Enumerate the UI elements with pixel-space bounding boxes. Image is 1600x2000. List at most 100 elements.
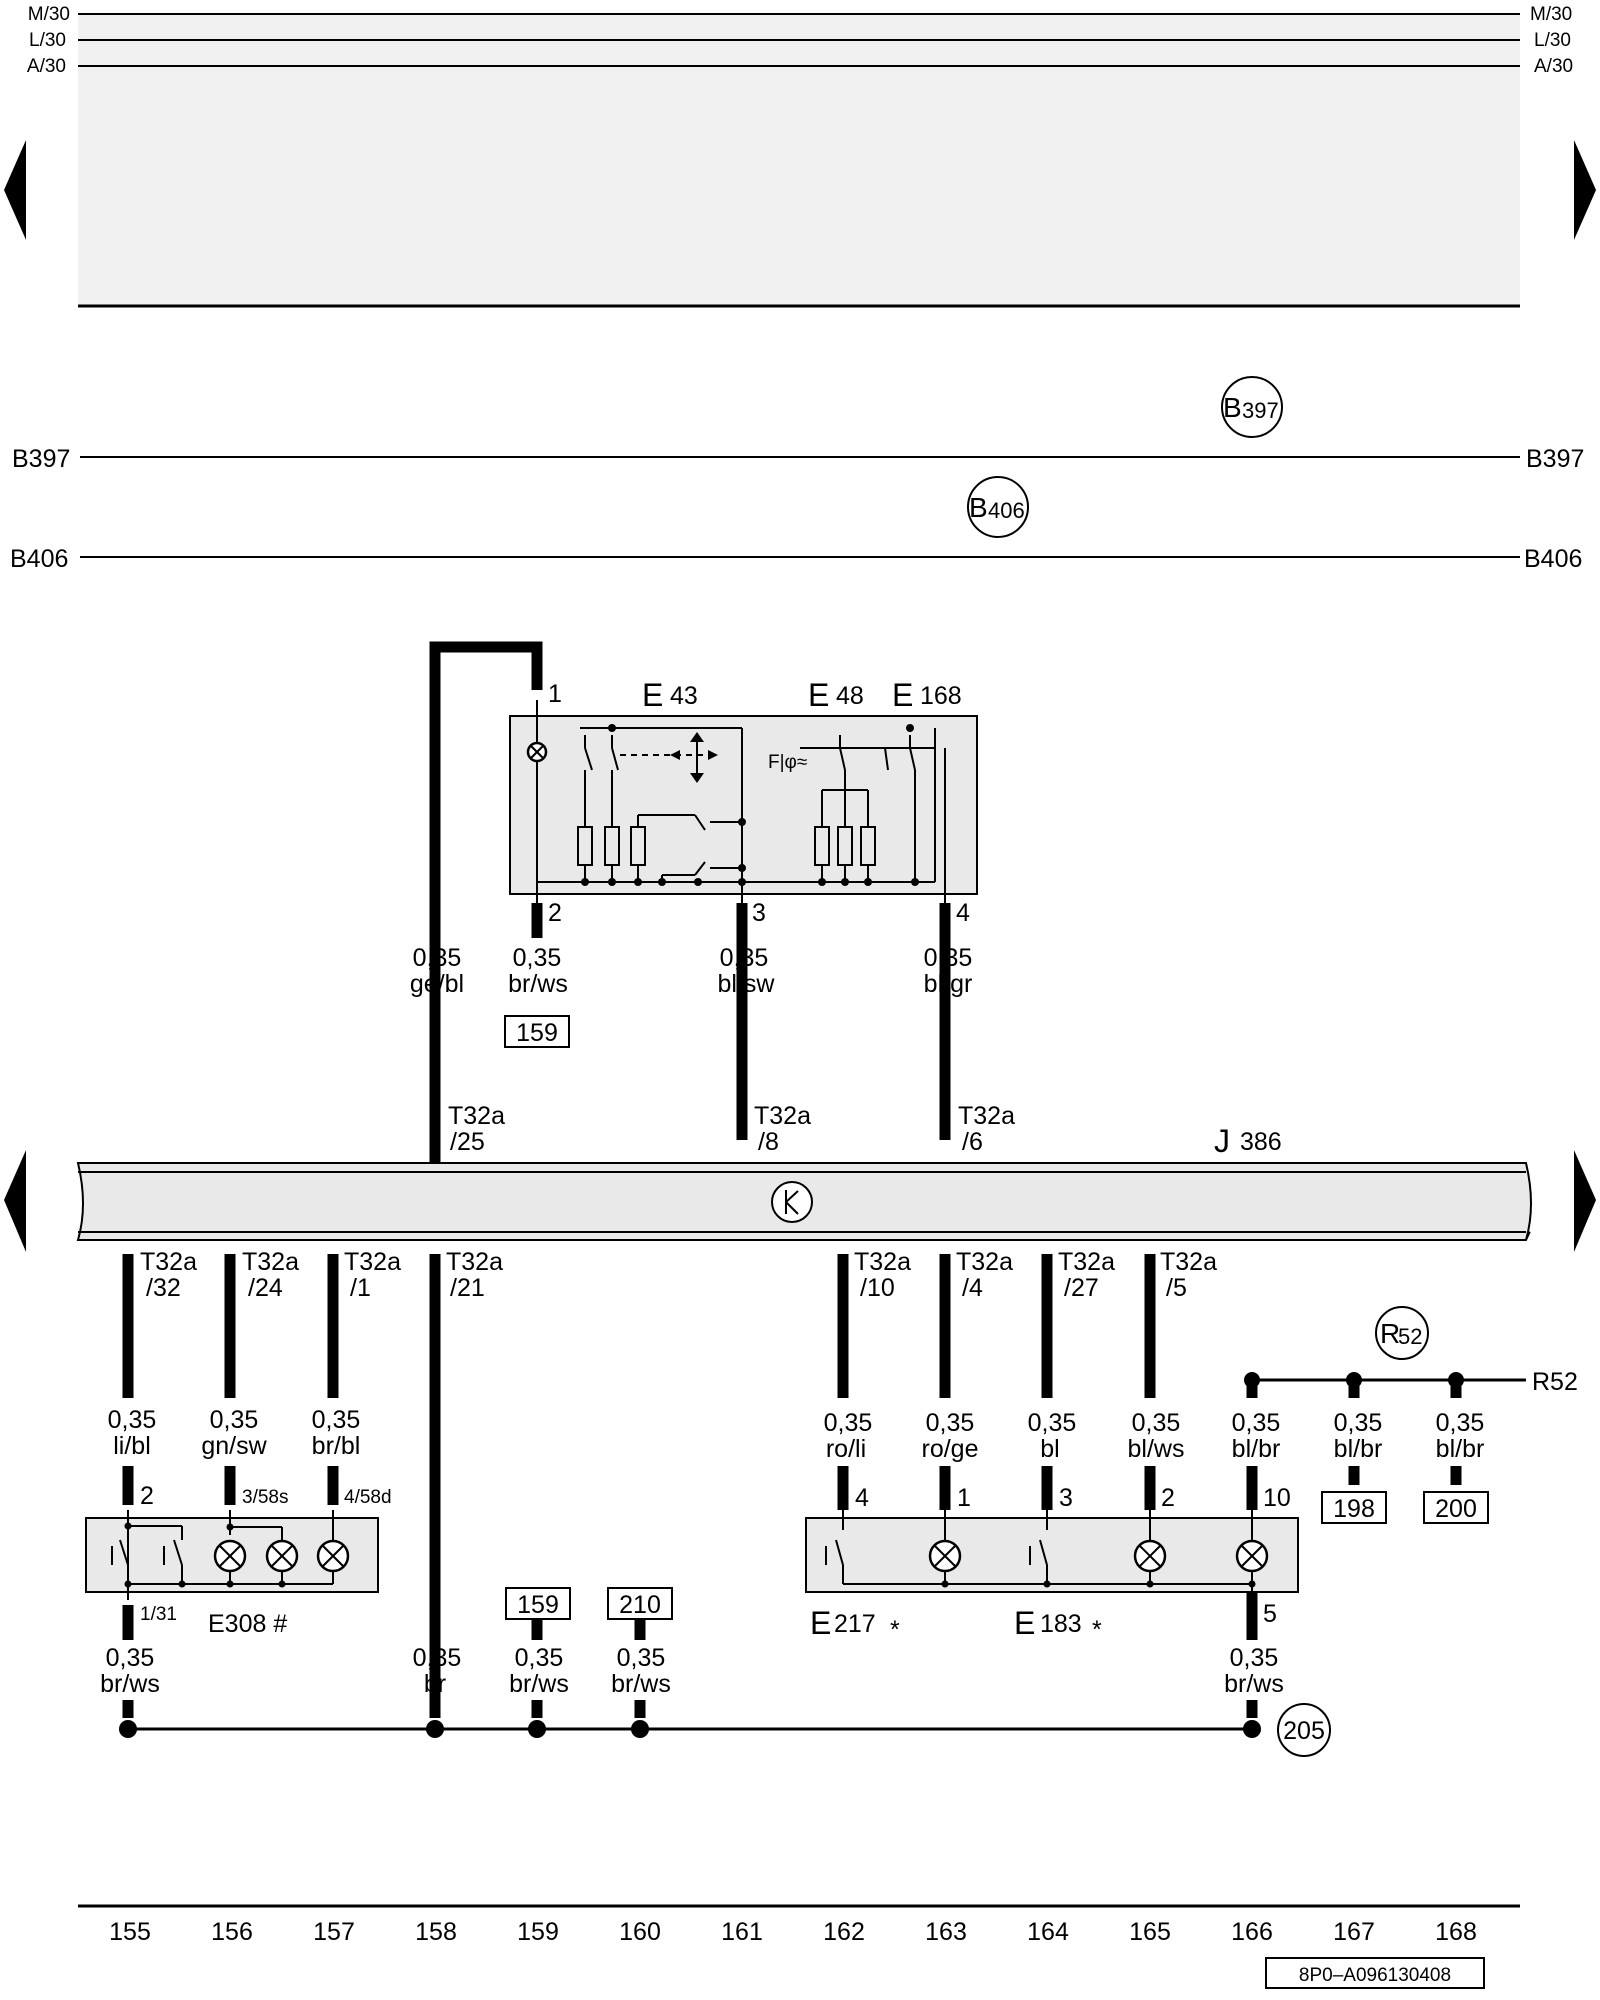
b397-circle-sub: 397 (1242, 398, 1279, 423)
svg-text:T32a: T32a (854, 1248, 911, 1276)
rail-label-a30-left: A/30 (27, 56, 66, 77)
switch-unit-pin-4: 4 (956, 899, 970, 927)
svg-text:162: 162 (823, 1918, 865, 1946)
track-numbers: 155 156 157 158 159 160 161 162 163 164 … (109, 1918, 1477, 1946)
svg-text:3: 3 (1059, 1484, 1073, 1512)
switch-unit-pin-2: 2 (548, 899, 562, 927)
conn-top-6-name: T32a (958, 1102, 1015, 1130)
e217-label-main: E (810, 1605, 831, 1641)
control-unit-transistor-icon (771, 1181, 813, 1223)
svg-text:164: 164 (1027, 1918, 1069, 1946)
wire-color-br-ws-top: br/ws (508, 970, 568, 998)
svg-text:5: 5 (1263, 1600, 1277, 1628)
svg-text:0,35: 0,35 (413, 1644, 462, 1672)
svg-text:157: 157 (313, 1918, 355, 1946)
label-e48-main: E (808, 677, 829, 713)
svg-text:4: 4 (855, 1484, 869, 1512)
b406-label-right: B406 (1524, 545, 1582, 573)
b397-circle (1221, 376, 1283, 438)
b406-circle-sub: 406 (988, 498, 1025, 523)
svg-text:T32a: T32a (140, 1248, 197, 1276)
svg-text:/1: /1 (350, 1274, 371, 1302)
svg-text:T32a: T32a (446, 1248, 503, 1276)
e217-label-sub: 217 (834, 1610, 876, 1638)
ref-box-200[interactable] (1423, 1491, 1489, 1524)
svg-text:159: 159 (517, 1918, 559, 1946)
svg-text:0,35: 0,35 (1232, 1409, 1281, 1437)
switch-unit-pin-3: 3 (752, 899, 766, 927)
svg-text:158: 158 (415, 1918, 457, 1946)
conn-top-8-name: T32a (754, 1102, 811, 1130)
svg-text:br/bl: br/bl (312, 1432, 361, 1460)
svg-text:T32a: T32a (1058, 1248, 1115, 1276)
switch-module-e217-e183 (805, 1517, 1299, 1593)
svg-text:1: 1 (957, 1484, 971, 1512)
ref-box-159-bottom-label: 159 (517, 1591, 559, 1619)
svg-text:166: 166 (1231, 1918, 1273, 1946)
svg-text:0,35: 0,35 (1436, 1409, 1485, 1437)
svg-text:T32a: T32a (1160, 1248, 1217, 1276)
svg-text:168: 168 (1435, 1918, 1477, 1946)
conn-top-25-name: T32a (448, 1102, 505, 1130)
label-e168-sub: 168 (920, 682, 962, 710)
b397-circle-main: B (1223, 392, 1242, 423)
rail-label-a30-right: A/30 (1534, 56, 1573, 77)
svg-text:0,35: 0,35 (210, 1406, 259, 1434)
b406-label-left: B406 (10, 545, 68, 573)
next-section-arrow-icon[interactable] (1574, 1150, 1596, 1252)
b406-circle (967, 476, 1029, 538)
wire-color-bl-sw: bl/sw (718, 970, 776, 998)
r52-label: R52 (1532, 1368, 1578, 1396)
diagram-id: 8P0–A096130408 (1299, 1965, 1451, 1986)
wire-gauge-bl-sw: 0,35 (720, 944, 769, 972)
r52-circle-main: R (1380, 1318, 1400, 1349)
e217-e183-schematic (825, 1510, 1269, 1592)
label-e43-main: E (642, 677, 663, 713)
b397-label-right: B397 (1526, 445, 1584, 473)
wire-ge-bl (429, 641, 543, 1163)
svg-text:/4: /4 (962, 1274, 983, 1302)
svg-text:gn/sw: gn/sw (201, 1432, 267, 1460)
svg-text:T32a: T32a (242, 1248, 299, 1276)
svg-text:156: 156 (211, 1918, 253, 1946)
prev-section-arrow-icon[interactable] (4, 1150, 26, 1252)
wire-gauge-bl-gr: 0,35 (924, 944, 973, 972)
svg-text:ro/li: ro/li (826, 1435, 866, 1463)
ref-box-159-top[interactable] (504, 1015, 570, 1048)
svg-text:T32a: T32a (956, 1248, 1013, 1276)
svg-text:bl/br: bl/br (1334, 1435, 1383, 1463)
ref-box-159-top-label: 159 (516, 1019, 558, 1047)
ref-box-198-label: 198 (1333, 1495, 1375, 1523)
e217-e183-pin-labels: 4 1 3 2 10 5 (855, 1484, 1291, 1628)
ref-box-210[interactable] (607, 1587, 673, 1620)
ground-ref-205-circle[interactable] (1277, 1703, 1331, 1757)
wire-color-ge-bl: ge/bl (410, 970, 464, 998)
label-j386-sub: 386 (1240, 1128, 1282, 1156)
diagram-id-box (1265, 1957, 1485, 1989)
svg-text:/5: /5 (1166, 1274, 1187, 1302)
e308-label: E308 # (208, 1610, 287, 1638)
rail-label-m30-left: M/30 (28, 4, 70, 25)
label-e168-main: E (892, 677, 913, 713)
e308-schematic (111, 1510, 350, 1600)
svg-text:/10: /10 (860, 1274, 895, 1302)
svg-text:/32: /32 (146, 1274, 181, 1302)
svg-text:0,35: 0,35 (926, 1409, 975, 1437)
ref-box-200-label: 200 (1435, 1495, 1477, 1523)
svg-text:0,35: 0,35 (1334, 1409, 1383, 1437)
svg-text:ro/ge: ro/ge (922, 1435, 979, 1463)
ref-box-198[interactable] (1321, 1491, 1387, 1524)
svg-text:br/ws: br/ws (100, 1670, 160, 1698)
e308-pin-3-58s: 3/58s (242, 1487, 288, 1508)
lower-wire-labels: 0,35 li/bl 0,35 gn/sw 0,35 br/bl 0,35 ro… (108, 1406, 1485, 1463)
ref-box-159-bottom[interactable] (505, 1587, 571, 1620)
svg-text:F|φ≈: F|φ≈ (768, 752, 807, 773)
svg-text:165: 165 (1129, 1918, 1171, 1946)
svg-text:2: 2 (1161, 1484, 1175, 1512)
b397-label-left: B397 (12, 445, 70, 473)
svg-text:0,35: 0,35 (1230, 1644, 1279, 1672)
prev-page-arrow-icon[interactable] (4, 140, 26, 240)
next-page-arrow-icon[interactable] (1574, 140, 1596, 240)
svg-text:bl/br: bl/br (1232, 1435, 1281, 1463)
